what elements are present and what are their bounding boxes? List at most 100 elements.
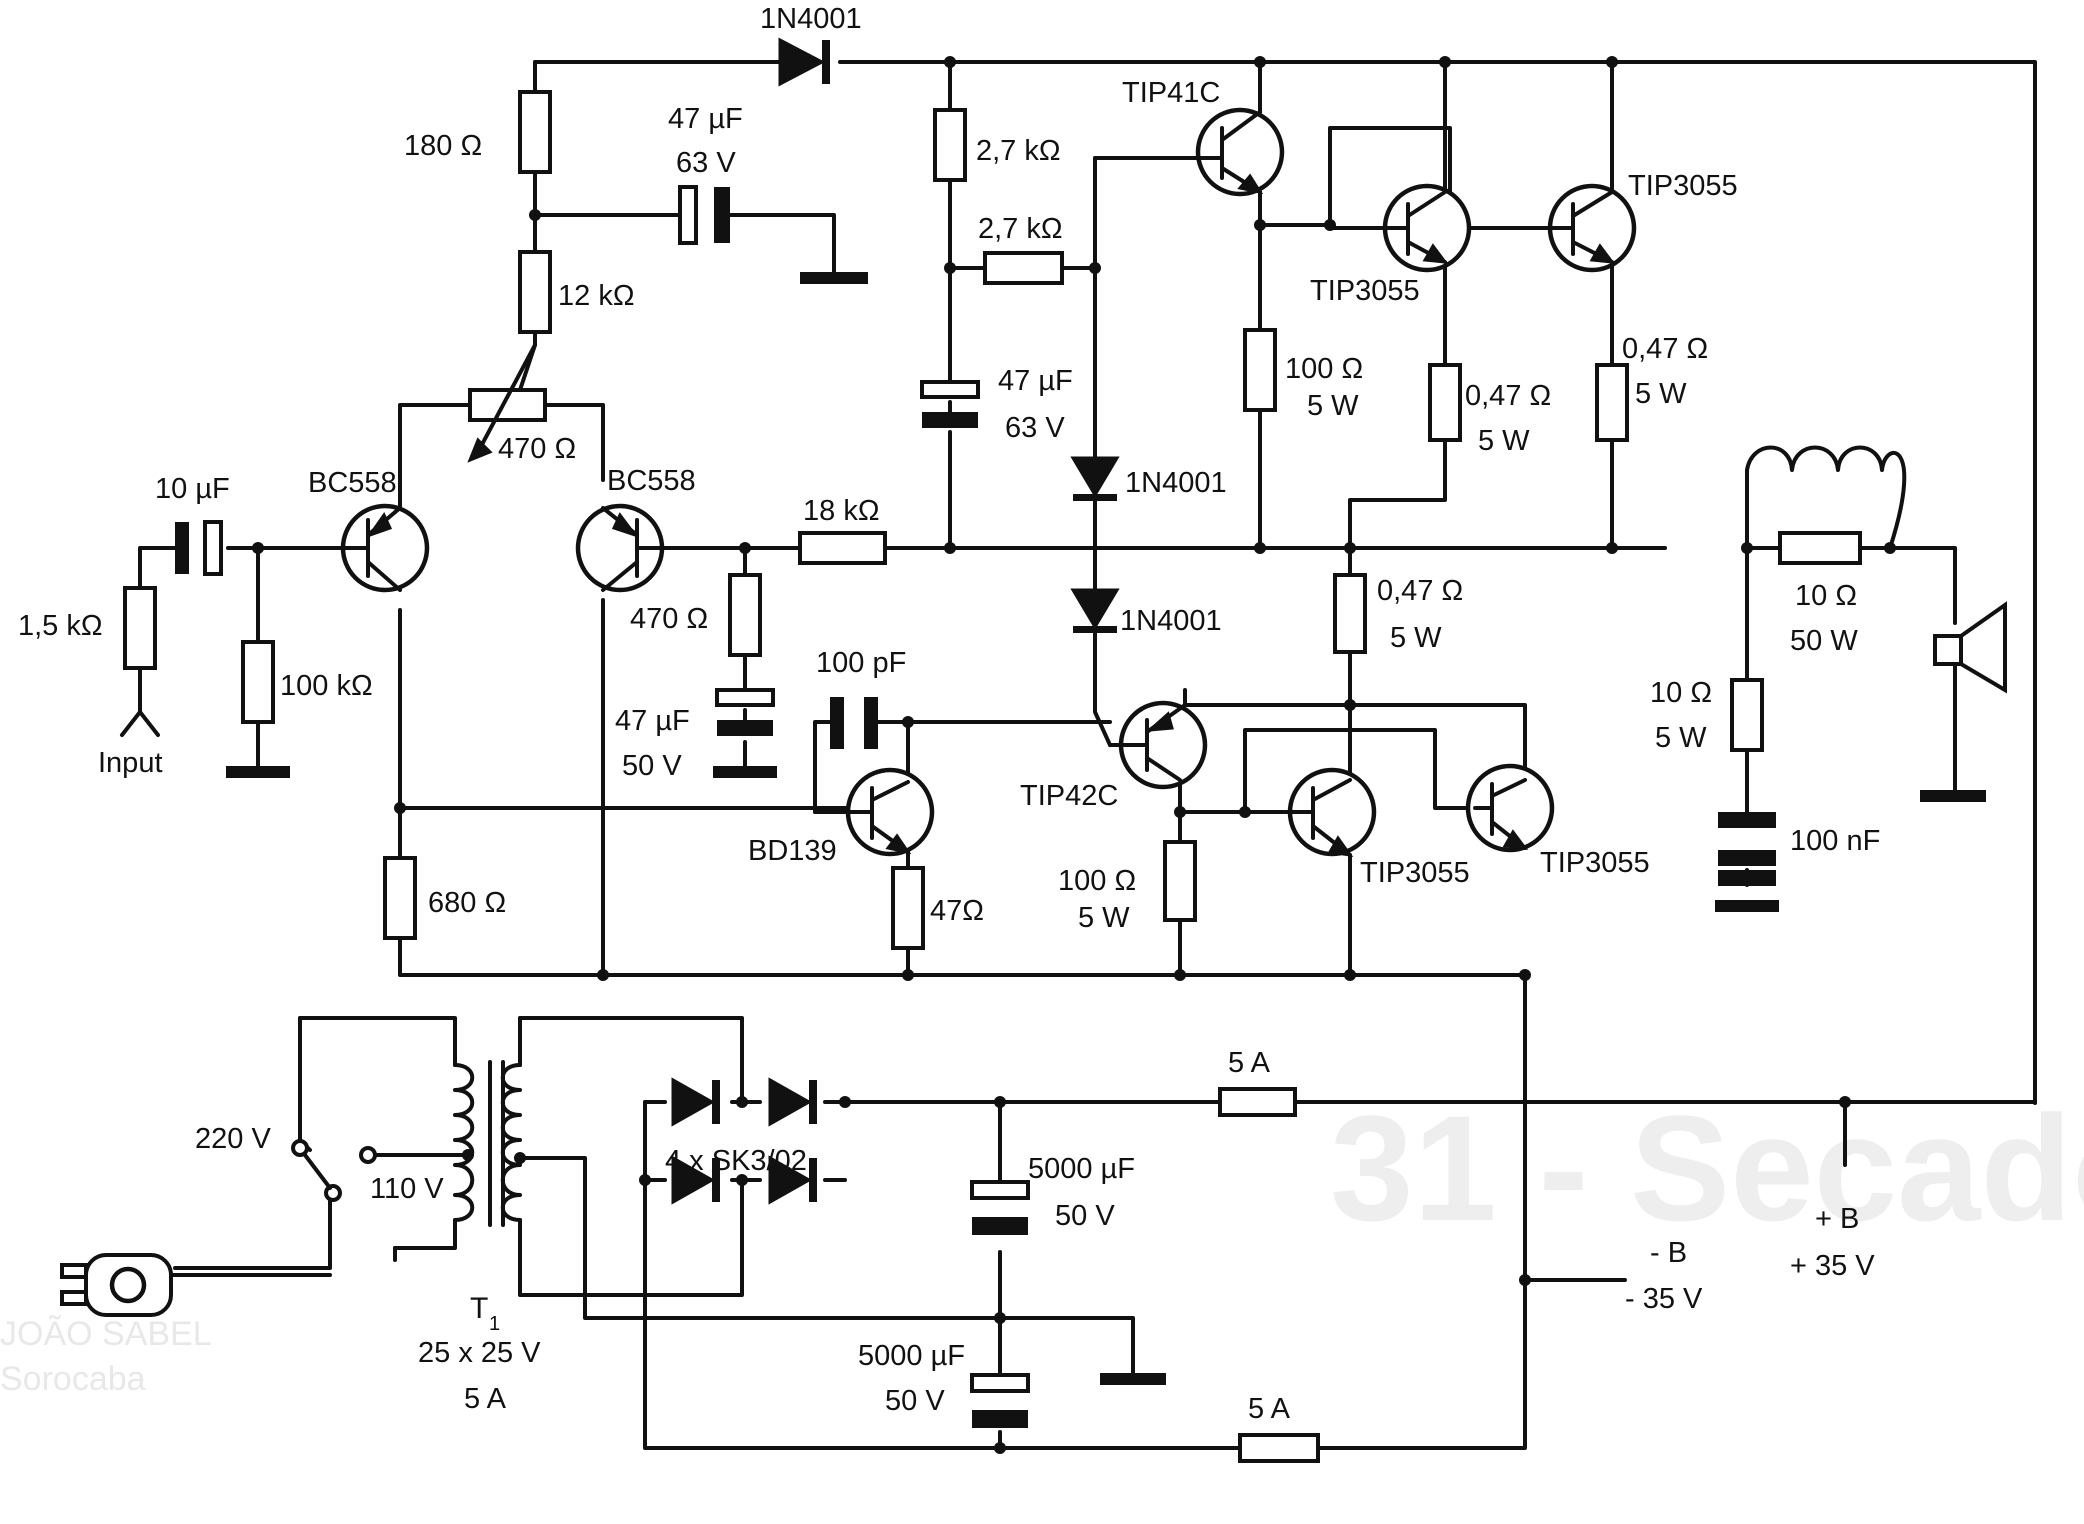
label-fuse-top: 5 A <box>1228 1047 1271 1079</box>
watermark-city: Sorocaba <box>0 1360 146 1398</box>
label-tip3055-d: TIP3055 <box>1540 847 1650 879</box>
resistor-1k5 <box>123 586 157 670</box>
label-r27k-a: 2,7 kΩ <box>976 135 1061 167</box>
label-bc558-a: BC558 <box>308 467 397 499</box>
resistor-047-b <box>1595 363 1629 442</box>
ground-symbol <box>226 766 290 778</box>
ground-symbol <box>1715 900 1779 912</box>
transistor-tip3055-d <box>1465 763 1555 853</box>
label-c47a-val: 47 µF <box>668 103 743 135</box>
label-d-mid2: 1N4001 <box>1120 605 1222 637</box>
label-t1-spec: 25 x 25 V <box>418 1337 541 1369</box>
label-c100n: 100 nF <box>1790 825 1880 857</box>
label-r18k: 18 kΩ <box>803 495 880 527</box>
diode-1n4001-mid2 <box>1070 588 1120 633</box>
capacitor-100nf <box>1718 812 1776 866</box>
voltage-selector-switch[interactable] <box>291 1139 377 1202</box>
resistor-680 <box>383 856 417 940</box>
label-c100p: 100 pF <box>816 647 906 679</box>
component-labels: 1N4001 180 Ω 47 µF 63 V 12 kΩ 470 Ω 2,7 … <box>18 3 1880 1425</box>
resistor-47 <box>891 866 925 950</box>
label-r10-50w-w: 50 W <box>1790 625 1858 657</box>
label-pos-rail-v: + 35 V <box>1790 1250 1875 1282</box>
label-d-top: 1N4001 <box>760 3 862 35</box>
label-r100-b: 100 Ω <box>1058 865 1136 897</box>
label-neg-rail: - B <box>1650 1237 1687 1269</box>
label-r1k5: 1,5 kΩ <box>18 610 103 642</box>
label-c47a-v: 63 V <box>676 147 736 179</box>
label-r100-b-w: 5 W <box>1078 902 1130 934</box>
diode-1n4001-mid1 <box>1070 456 1120 501</box>
label-pos-rail: + B <box>1815 1203 1859 1235</box>
transistors <box>338 107 1637 858</box>
capacitor-100pf <box>830 697 878 749</box>
label-r047-b-w: 5 W <box>1635 378 1687 410</box>
output-inductor <box>1745 445 1907 550</box>
label-r047-a: 0,47 Ω <box>1465 380 1551 412</box>
capacitor-10uf <box>175 520 223 576</box>
resistors <box>123 90 1862 950</box>
label-tip41c: TIP41C <box>1122 77 1220 109</box>
transistor-tip3055-b <box>1543 183 1637 273</box>
diode-1n4001-top <box>778 37 830 87</box>
resistor-18k <box>798 531 887 565</box>
label-r10-5w: 10 Ω <box>1650 677 1712 709</box>
label-c47c-v: 50 V <box>622 750 682 782</box>
bridge-rectifier <box>671 1077 817 1205</box>
fuse-bottom <box>1238 1433 1320 1463</box>
label-c5000b-v: 50 V <box>885 1385 945 1417</box>
label-r100k: 100 kΩ <box>280 670 373 702</box>
transistor-tip41c <box>1193 107 1285 197</box>
label-tip3055-c: TIP3055 <box>1360 857 1470 889</box>
speaker-icon <box>1933 601 2007 694</box>
label-t1-sub: 1 <box>489 1313 500 1335</box>
ground-symbol <box>1920 790 1986 802</box>
resistor-10-5w <box>1730 678 1764 752</box>
transformer-t1 <box>453 1060 522 1227</box>
label-r047-c-w: 5 W <box>1390 622 1442 654</box>
label-bc558-b: BC558 <box>607 465 696 497</box>
label-r10-50w: 10 Ω <box>1795 580 1857 612</box>
resistor-047-c <box>1333 573 1367 654</box>
resistor-2k7-b <box>983 251 1064 285</box>
mains-plug-icon <box>60 1253 332 1317</box>
label-110v: 110 V <box>370 1173 444 1205</box>
fuse-top <box>1218 1087 1297 1117</box>
resistor-100k <box>241 640 275 724</box>
label-r047-b: 0,47 Ω <box>1622 333 1708 365</box>
fuses <box>1218 1087 1320 1463</box>
transistor-tip3055-a <box>1328 183 1472 273</box>
watermark-title: 31 - Secador de Mãos <box>1330 1084 2084 1252</box>
label-pot: 470 Ω <box>498 433 576 465</box>
label-220v: 220 V <box>195 1123 271 1155</box>
junction-dots <box>252 56 1896 1454</box>
grounds <box>226 272 1986 1385</box>
resistor-2k7-a <box>933 108 967 182</box>
label-r470: 470 Ω <box>630 603 708 635</box>
label-fuse-bottom: 5 A <box>1248 1393 1291 1425</box>
label-r100-a-w: 5 W <box>1307 390 1359 422</box>
capacitor-47uf-50v <box>715 688 775 736</box>
diodes <box>671 37 1120 1205</box>
resistor-047-a <box>1428 363 1462 442</box>
transistor-tip3055-c <box>1243 767 1377 858</box>
label-t1: T <box>470 1292 488 1325</box>
label-r047-c: 0,47 Ω <box>1377 575 1463 607</box>
resistor-470 <box>728 573 762 657</box>
label-c5000a-val: 5000 µF <box>1028 1153 1135 1185</box>
label-input: Input <box>98 747 163 779</box>
resistor-10-50w <box>1778 531 1862 565</box>
capacitors <box>175 185 1776 1428</box>
label-d-mid1: 1N4001 <box>1125 467 1227 499</box>
label-c5000a-v: 50 V <box>1055 1200 1115 1232</box>
label-tip3055-b: TIP3055 <box>1628 170 1738 202</box>
capacitor-5000uf-b <box>970 1373 1030 1428</box>
resistor-12k <box>518 250 552 334</box>
label-r47: 47Ω <box>930 895 984 927</box>
label-c10u: 10 µF <box>155 473 230 505</box>
transistor-tip42c <box>1108 700 1208 790</box>
capacitor-47uf-63v-b <box>920 380 980 428</box>
label-c5000b-val: 5000 µF <box>858 1340 965 1372</box>
label-t1-amp: 5 A <box>464 1383 507 1415</box>
